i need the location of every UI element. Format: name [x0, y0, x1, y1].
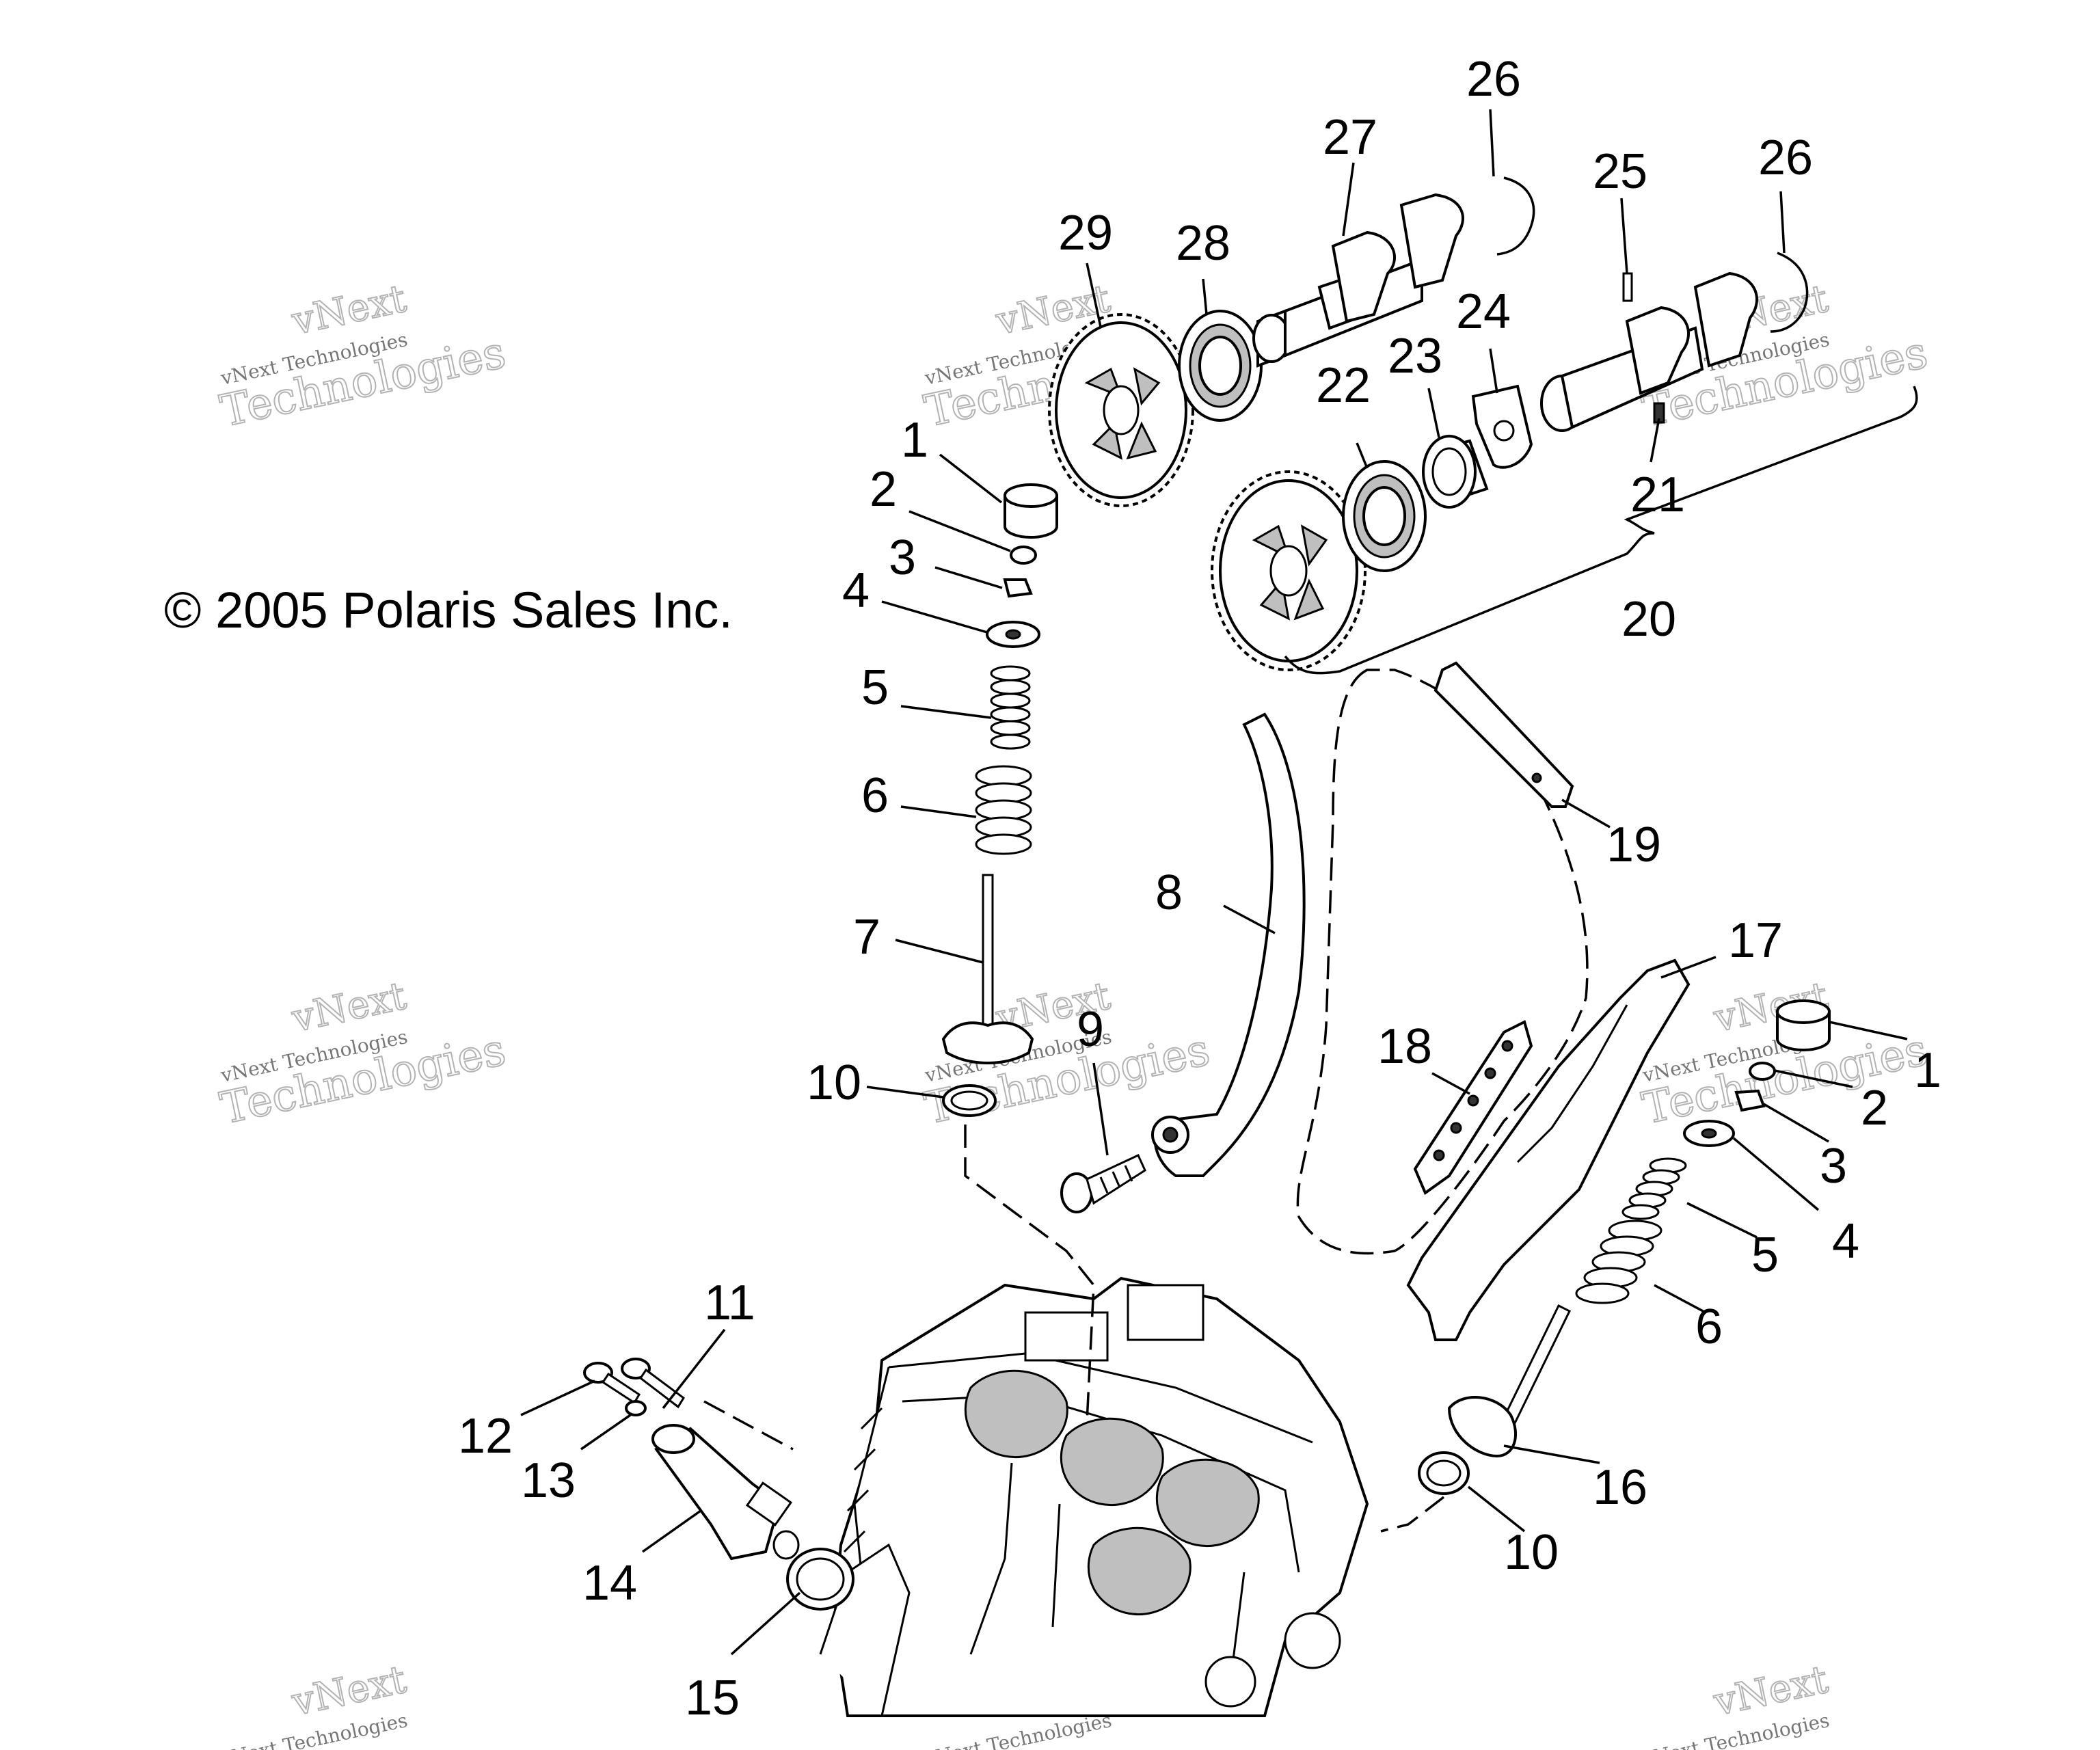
callouts: 1 2 3 4 5 6 7 10 8 9 11 12 13 14 15 16 1… [458, 52, 1941, 1725]
callout-2: 2 [870, 462, 897, 517]
callout-5: 5 [861, 660, 889, 715]
sealing-washer [625, 1400, 647, 1416]
callout-7: 7 [853, 910, 880, 965]
callout-18: 18 [1377, 1019, 1432, 1074]
callout-6: 6 [861, 768, 889, 823]
callout-14: 14 [582, 1556, 637, 1611]
leader-lines [520, 109, 1908, 1656]
valve-shim-left [1010, 546, 1037, 565]
callout-23: 23 [1388, 329, 1442, 383]
cam-chain-tensioner [651, 1424, 800, 1561]
callout-13: 13 [521, 1453, 576, 1508]
callout-27: 27 [1323, 110, 1377, 165]
outer-spring-right [1575, 1220, 1662, 1304]
valve-left [941, 874, 1034, 1064]
cam-bearing-upper [1178, 310, 1263, 422]
cam-bearing-lower [1342, 460, 1427, 572]
tensioner-gasket [786, 1548, 854, 1611]
callout-19: 19 [1606, 818, 1661, 872]
camshaft-lower [1540, 271, 1758, 432]
callout-24: 24 [1456, 284, 1511, 339]
callout-26-right: 26 [1758, 131, 1813, 185]
cam-bushing [1422, 435, 1489, 509]
callout-21: 21 [1630, 468, 1685, 522]
callout-3: 3 [889, 530, 916, 585]
callout-8: 8 [1155, 865, 1183, 920]
callout-4-right: 4 [1832, 1214, 1859, 1269]
callout-16: 16 [1593, 1460, 1647, 1515]
callout-5-right: 5 [1751, 1228, 1779, 1282]
outer-spring-left [975, 765, 1032, 855]
callout-22: 22 [1316, 358, 1371, 413]
cam-sprocket-upper [1048, 313, 1194, 507]
circlip-lower [1770, 252, 1809, 333]
upper-chain-guide [1433, 661, 1574, 808]
callout-20: 20 [1621, 592, 1676, 647]
callout-6-right: 6 [1695, 1300, 1723, 1354]
callout-2-right: 2 [1861, 1081, 1888, 1135]
inner-spring-right [1621, 1157, 1687, 1220]
copyright-notice: © 2005 Polaris Sales Inc. [164, 582, 733, 638]
cylinder-head [819, 1276, 1369, 1717]
cam-sprocket-lower [1211, 470, 1367, 671]
callout-1-right: 1 [1914, 1043, 1941, 1098]
callout-25: 25 [1593, 144, 1647, 199]
callout-10: 10 [807, 1055, 861, 1110]
tensioner-bolt-12 [583, 1362, 641, 1405]
callout-15: 15 [685, 1671, 740, 1725]
callout-29: 29 [1058, 206, 1113, 260]
callout-12: 12 [458, 1409, 513, 1464]
callout-26: 26 [1466, 52, 1521, 107]
callout-4: 4 [842, 563, 870, 618]
callout-1: 1 [901, 413, 928, 468]
valve-keeper-left [1003, 578, 1033, 598]
callout-17: 17 [1728, 913, 1783, 968]
callout-3-right: 3 [1820, 1139, 1847, 1194]
valve-shim-right [1749, 1062, 1776, 1081]
chain-guide-stationary [1406, 958, 1691, 1341]
decompressor [1471, 384, 1533, 469]
callout-28: 28 [1176, 216, 1230, 271]
camshaft-upper [1252, 193, 1464, 368]
valve-right [1447, 1304, 1571, 1458]
valve-keeper-right [1734, 1089, 1766, 1112]
assembly-brace [1284, 386, 1918, 675]
chain-segment [1413, 1020, 1533, 1196]
pivot-bolt [1060, 1154, 1146, 1213]
callout-10-right: 10 [1504, 1525, 1559, 1580]
tensioner-guide [1151, 712, 1306, 1177]
inner-spring-left [990, 665, 1031, 750]
callout-11: 11 [704, 1276, 755, 1330]
callout-9: 9 [1077, 1002, 1104, 1057]
circlip-upper [1496, 176, 1535, 256]
